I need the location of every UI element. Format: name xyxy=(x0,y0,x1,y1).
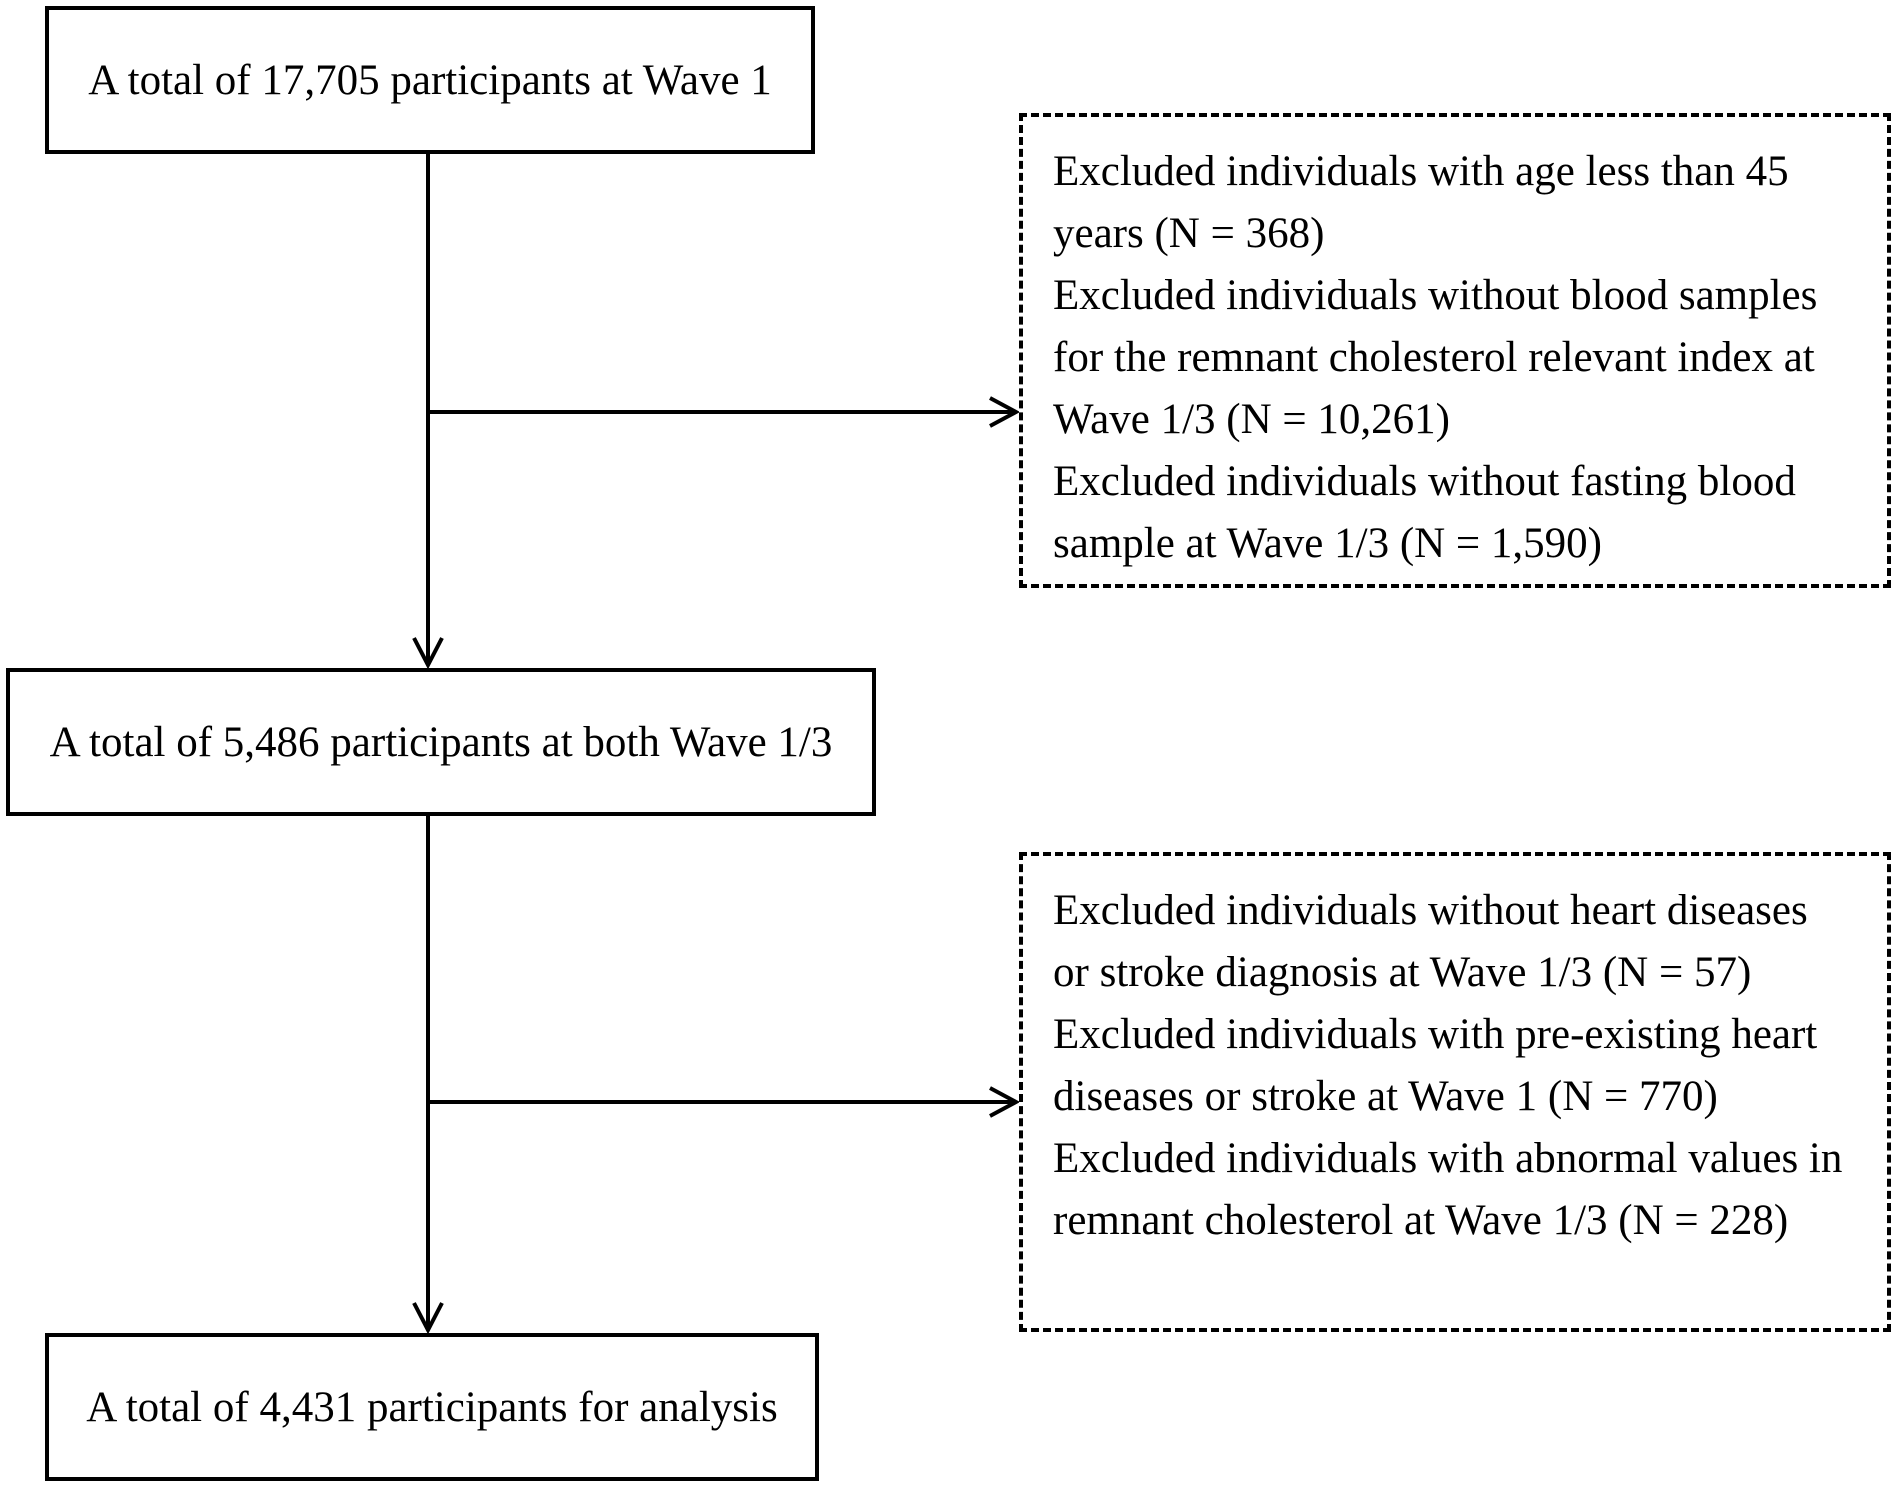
arrow-start-to-mid-head xyxy=(412,637,444,670)
step-label-both-waves: A total of 5,486 participants at both Wa… xyxy=(49,718,833,766)
exclusion-1-line-6: Excluded individuals without fasting blo… xyxy=(1053,458,1796,505)
exclusion-1-line-5: Wave 1/3 (N = 10,261) xyxy=(1053,396,1450,443)
exclusion-2-line-5: Excluded individuals with abnormal value… xyxy=(1053,1135,1843,1182)
exclusion-2-line-1: Excluded individuals without heart disea… xyxy=(1053,887,1808,934)
step-box-initial-cohort: A total of 17,705 participants at Wave 1 xyxy=(45,6,815,154)
exclusion-1-line-4: for the remnant cholesterol relevant ind… xyxy=(1053,334,1815,381)
branch-to-exclusion-1-head xyxy=(989,396,1021,428)
branch-to-exclusion-2-head xyxy=(989,1086,1021,1118)
exclusion-1-line-7: sample at Wave 1/3 (N = 1,590) xyxy=(1053,520,1603,567)
arrow-mid-to-final-head xyxy=(412,1302,444,1335)
exclusion-1-line-2: years (N = 368) xyxy=(1053,210,1325,257)
step-box-analysis-cohort: A total of 4,431 participants for analys… xyxy=(45,1333,819,1481)
exclusion-2-line-6: remnant cholesterol at Wave 1/3 (N = 228… xyxy=(1053,1197,1789,1244)
exclusion-2-line-4: diseases or stroke at Wave 1 (N = 770) xyxy=(1053,1073,1718,1120)
step-label-analysis-cohort: A total of 4,431 participants for analys… xyxy=(86,1383,778,1431)
step-label-initial-cohort: A total of 17,705 participants at Wave 1 xyxy=(88,56,772,104)
exclusion-box-2: Excluded individuals without heart disea… xyxy=(1019,852,1891,1332)
exclusion-2-line-3: Excluded individuals with pre-existing h… xyxy=(1053,1011,1818,1058)
exclusion-1-line-3: Excluded individuals without blood sampl… xyxy=(1053,272,1818,319)
exclusion-2-line-2: or stroke diagnosis at Wave 1/3 (N = 57) xyxy=(1053,949,1752,996)
step-box-both-waves: A total of 5,486 participants at both Wa… xyxy=(6,668,876,816)
exclusion-box-1: Excluded individuals with age less than … xyxy=(1019,113,1891,588)
exclusion-1-line-1: Excluded individuals with age less than … xyxy=(1053,148,1789,195)
